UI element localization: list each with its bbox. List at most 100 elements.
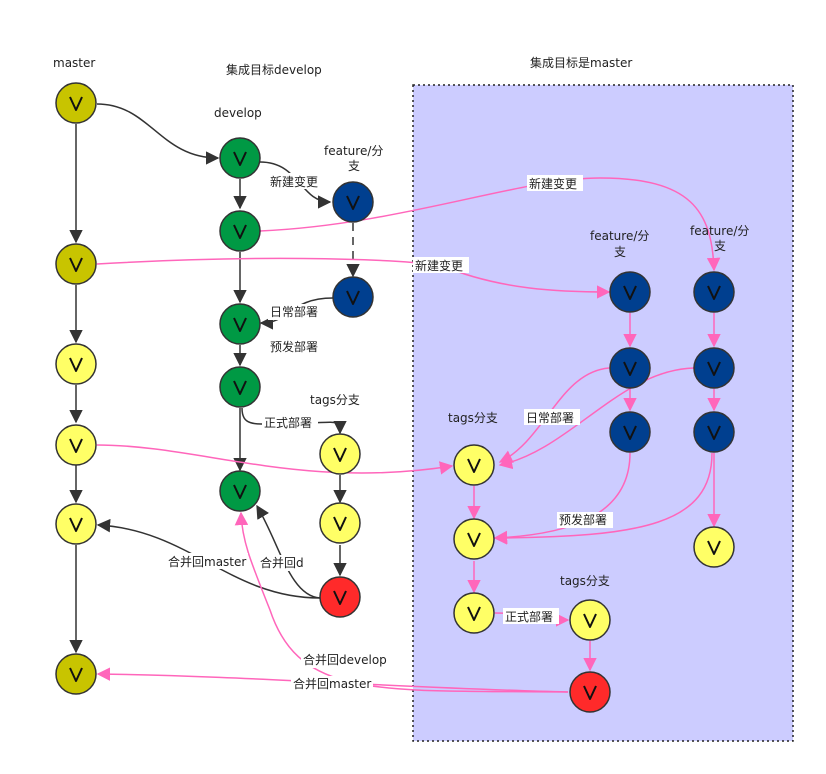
v-check-icon: V (333, 447, 347, 462)
feature-left-node-1: V (332, 181, 374, 223)
label-new-change-1: 新建变更 (270, 174, 318, 189)
v-check-icon: V (69, 438, 83, 453)
edge-fm-daily (498, 367, 610, 463)
label-tags-branch-3: tags分支 (560, 574, 610, 588)
master-node-1: V (55, 82, 97, 124)
label-feature-mid-1: feature/分 (590, 229, 649, 243)
feature-right-node-4: V (693, 526, 735, 568)
tags-right-node-4-circle (569, 599, 611, 641)
v-check-icon: V (233, 151, 247, 166)
tags-right-node-1: V (453, 444, 495, 486)
develop-node-5: V (219, 470, 261, 512)
v-check-icon: V (707, 285, 721, 300)
header-master-target: 集成目标是master (530, 55, 632, 70)
feature-left-node-2-circle (332, 276, 374, 318)
v-check-icon: V (583, 613, 597, 628)
tags-right-node-2: V (453, 518, 495, 560)
label-feature-left-1: feature/分 (324, 144, 383, 158)
v-check-icon: V (233, 224, 247, 239)
edge-merge-d (256, 504, 321, 599)
label-develop: develop (214, 106, 262, 120)
labels: master 集成目标develop 集成目标是master develop f… (53, 55, 749, 692)
label-tags-branch-1: tags分支 (310, 393, 360, 407)
develop-node-3-circle (219, 303, 261, 345)
label-new-change-2: 新建变更 (529, 176, 577, 191)
label-feature-mid-2: 支 (614, 245, 626, 259)
v-check-icon: V (333, 516, 347, 531)
feature-right-node-2: V (693, 347, 735, 389)
label-daily-deploy-2: 日常部署 (526, 410, 574, 425)
master-node-2-circle (55, 243, 97, 285)
v-check-icon: V (69, 667, 83, 682)
v-check-icon: V (623, 285, 637, 300)
master-node-4: V (55, 424, 97, 466)
feature-left-node-1-circle (332, 181, 374, 223)
header-develop-target: 集成目标develop (226, 62, 322, 77)
master-node-6-circle (55, 653, 97, 695)
label-merge-master-2: 合并回master (293, 676, 371, 691)
feature-mid-node-2-circle (609, 347, 651, 389)
v-check-icon: V (467, 532, 481, 547)
feature-right-node-1-circle (693, 271, 735, 313)
feature-mid-node-3-circle (609, 411, 651, 453)
label-formal-deploy-2: 正式部署 (505, 609, 553, 624)
v-check-icon: V (583, 685, 597, 700)
edge-merge-develop (234, 511, 569, 693)
v-check-icon: V (467, 458, 481, 473)
edge-fr-daily (498, 367, 695, 470)
tags-left-node-1-circle (319, 433, 361, 475)
tags-right-node-4: V (569, 599, 611, 641)
feature-mid-node-1: V (609, 271, 651, 313)
edge-master-to-tags-right (96, 444, 454, 475)
v-check-icon: V (707, 361, 721, 376)
develop-node-1: V (219, 137, 261, 179)
tags-left-red-node: V (319, 576, 361, 618)
tags-right-node-3-circle (453, 592, 495, 634)
develop-node-3: V (219, 303, 261, 345)
master-node-6: V (55, 653, 97, 695)
master-node-5-circle (55, 503, 97, 545)
v-check-icon: V (346, 195, 360, 210)
feature-right-node-2-circle (693, 347, 735, 389)
develop-node-4: V (219, 366, 261, 408)
v-check-icon: V (707, 425, 721, 440)
v-check-icon: V (346, 290, 360, 305)
label-feature-right-1: feature/分 (690, 224, 749, 238)
feature-left-node-2: V (332, 276, 374, 318)
feature-right-node-3-circle (693, 411, 735, 453)
master-node-1-circle (55, 82, 97, 124)
feature-mid-node-2: V (609, 347, 651, 389)
tags-left-node-2-circle (319, 502, 361, 544)
feature-right-node-1: V (693, 271, 735, 313)
label-merge-develop: 合并回develop (303, 652, 387, 667)
label-feature-left-2: 支 (348, 159, 360, 173)
label-pre-deploy-2: 预发部署 (559, 512, 607, 527)
v-check-icon: V (69, 517, 83, 532)
master-node-4-circle (55, 424, 97, 466)
tags-right-node-2-circle (453, 518, 495, 560)
header-master: master (53, 56, 95, 70)
label-formal-deploy-1: 正式部署 (264, 415, 312, 430)
v-check-icon: V (69, 257, 83, 272)
v-check-icon: V (69, 96, 83, 111)
tags-right-node-1-circle (453, 444, 495, 486)
feature-mid-node-1-circle (609, 271, 651, 313)
develop-node-4-circle (219, 366, 261, 408)
label-merge-d: 合并回d (260, 555, 304, 570)
edge-master-to-develop (96, 103, 220, 165)
master-node-5: V (55, 503, 97, 545)
nodes: VVVVVVVVVVVVVVVVVVVVVVVVVVVV (55, 82, 735, 713)
label-pre-deploy-1: 预发部署 (270, 339, 318, 354)
v-check-icon: V (233, 484, 247, 499)
label-new-change-3: 新建变更 (415, 258, 463, 273)
label-feature-right-2: 支 (714, 239, 726, 253)
tags-right-red-node: V (569, 671, 611, 713)
tags-left-node-1: V (319, 433, 361, 475)
develop-node-2: V (219, 210, 261, 252)
feature-right-node-3: V (693, 411, 735, 453)
v-check-icon: V (623, 425, 637, 440)
tags-right-node-3: V (453, 592, 495, 634)
v-check-icon: V (233, 380, 247, 395)
label-daily-deploy-1: 日常部署 (270, 304, 318, 319)
